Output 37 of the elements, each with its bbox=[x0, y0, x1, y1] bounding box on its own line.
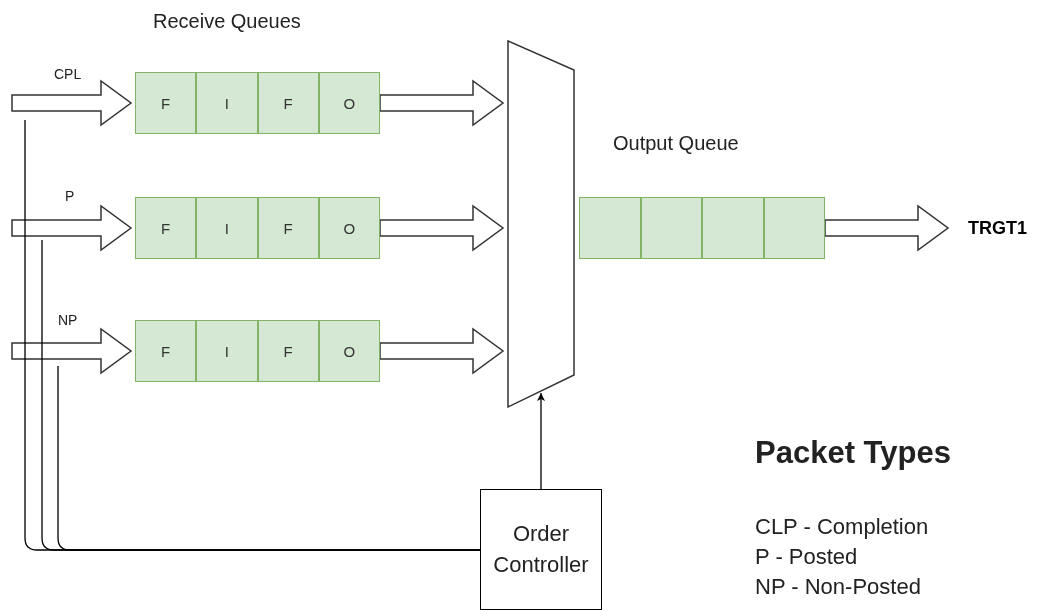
block-arrow bbox=[379, 79, 505, 127]
edge-label: P bbox=[65, 188, 75, 204]
queue-cell: O bbox=[318, 72, 380, 134]
queue-cell: I bbox=[196, 320, 258, 382]
legend-entry: NP - Non-Posted bbox=[755, 574, 921, 600]
block-arrow bbox=[379, 327, 505, 375]
queue-cell: F bbox=[135, 72, 197, 134]
legend-entry: P - Posted bbox=[755, 544, 858, 570]
multiplexer-shape bbox=[507, 40, 575, 408]
legend-entry: CLP - Completion bbox=[755, 514, 929, 540]
queue-cell: O bbox=[318, 320, 380, 382]
section-heading: Receive Queues bbox=[153, 10, 301, 33]
block-arrow bbox=[11, 204, 133, 252]
queue-cell: I bbox=[196, 197, 258, 259]
legend-heading: Packet Types bbox=[755, 435, 951, 471]
block-arrow bbox=[11, 79, 133, 127]
queue-cell: F bbox=[257, 320, 319, 382]
queue-slot bbox=[702, 197, 764, 259]
section-heading: Output Queue bbox=[613, 132, 739, 155]
block-arrow bbox=[379, 204, 505, 252]
target-label: TRGT1 bbox=[968, 213, 1058, 243]
arrow bbox=[537, 392, 545, 490]
queue-cell: O bbox=[318, 197, 380, 259]
edge-label: NP bbox=[58, 312, 78, 328]
queue-cell: F bbox=[135, 197, 197, 259]
queue-cell: I bbox=[196, 72, 258, 134]
connector-line bbox=[57, 365, 481, 551]
queue-slot bbox=[579, 197, 641, 259]
queue-slot bbox=[640, 197, 702, 259]
queue-cell: F bbox=[135, 320, 197, 382]
edge-label: CPL bbox=[54, 66, 82, 82]
queue-slot bbox=[763, 197, 825, 259]
controller-box: Order Controller bbox=[480, 489, 602, 610]
block-arrow bbox=[824, 204, 950, 252]
queue-cell: F bbox=[257, 72, 319, 134]
block-arrow bbox=[11, 327, 133, 375]
queue-cell: F bbox=[257, 197, 319, 259]
